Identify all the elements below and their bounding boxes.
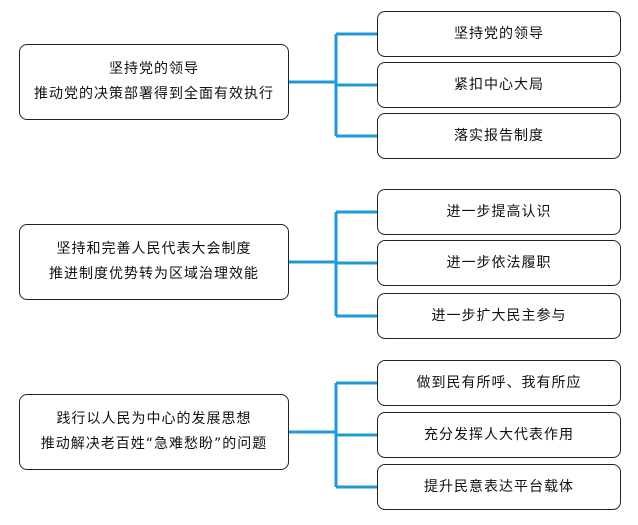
main-box-1: 坚持党的领导 推动党的决策部署得到全面有效执行: [19, 44, 289, 120]
main-box-3-line-2: 推动解决老百姓“急难愁盼”的问题: [40, 436, 268, 452]
main-box-3: 践行以人民为中心的发展思想 推动解决老百姓“急难愁盼”的问题: [19, 394, 289, 470]
main-box-1-line-2: 推动党的决策部署得到全面有效执行: [34, 86, 274, 102]
item-box-2-2: 进一步依法履职: [377, 240, 621, 286]
connector-group-2: [289, 210, 377, 318]
item-box-1-2: 紧扣中心大局: [377, 62, 621, 108]
item-box-3-1: 做到民有所呼、我有所应: [377, 360, 621, 406]
main-box-3-line-1: 践行以人民为中心的发展思想: [56, 411, 252, 427]
connector-group-3: [289, 381, 377, 489]
item-box-2-1: 进一步提高认识: [377, 189, 621, 235]
item-box-1-3: 落实报告制度: [377, 113, 621, 159]
item-box-3-3: 提升民意表达平台载体: [377, 464, 621, 510]
main-box-2-line-2: 推进制度优势转为区域治理效能: [49, 266, 259, 282]
item-box-3-2: 充分发挥人大代表作用: [377, 412, 621, 458]
item-box-2-3: 进一步扩大民主参与: [377, 293, 621, 339]
main-box-2: 坚持和完善人民代表大会制度 推进制度优势转为区域治理效能: [19, 224, 289, 300]
main-box-1-line-1: 坚持党的领导: [109, 61, 199, 77]
main-box-2-line-1: 坚持和完善人民代表大会制度: [56, 241, 252, 257]
item-box-1-1: 坚持党的领导: [377, 11, 621, 57]
connector-group-1: [289, 32, 377, 138]
